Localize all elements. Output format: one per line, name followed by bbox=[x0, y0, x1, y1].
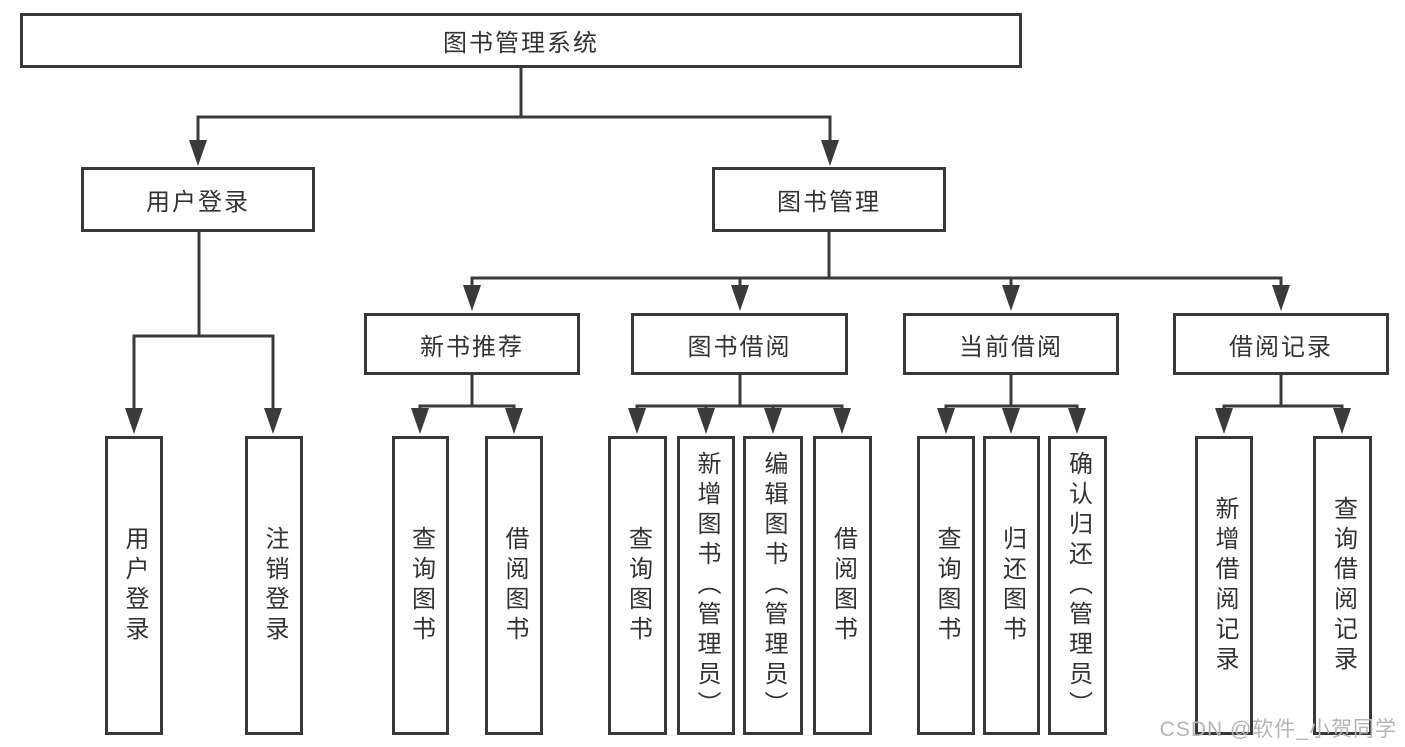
leaf-confirm-return-admin: 确认归还（管理员） bbox=[1048, 436, 1107, 735]
leaf-borrow-books-recommend-label: 借阅图书 bbox=[501, 525, 528, 646]
leaf-user-login: 用户登录 bbox=[105, 436, 163, 735]
leaf-borrow-books-label: 借阅图书 bbox=[829, 525, 857, 646]
node-book-borrow: 图书借阅 bbox=[631, 313, 848, 375]
node-new-book-recommend: 新书推荐 bbox=[364, 313, 580, 375]
leaf-add-borrow-record: 新增借阅记录 bbox=[1195, 436, 1253, 735]
leaf-query-books-borrow: 查询图书 bbox=[608, 436, 667, 735]
leaf-query-books-current: 查询图书 bbox=[917, 436, 975, 735]
csdn-watermark: CSDN @软件_小贺同学 bbox=[1159, 718, 1397, 741]
leaf-query-books-borrow-label: 查询图书 bbox=[624, 525, 652, 646]
leaf-add-borrow-record-label: 新增借阅记录 bbox=[1211, 495, 1238, 676]
leaf-confirm-return-admin-label: 确认归还（管理员） bbox=[1064, 450, 1092, 721]
leaf-user-login-label: 用户登录 bbox=[121, 525, 148, 646]
leaf-add-books-admin: 新增图书（管理员） bbox=[677, 436, 735, 735]
leaf-query-borrow-record-label: 查询借阅记录 bbox=[1329, 495, 1357, 676]
leaf-query-books-recommend: 查询图书 bbox=[392, 436, 449, 735]
leaf-return-books-label: 归还图书 bbox=[998, 525, 1026, 646]
node-borrow-records: 借阅记录 bbox=[1173, 313, 1389, 375]
node-book-management: 图书管理 bbox=[712, 167, 946, 232]
leaf-borrow-books: 借阅图书 bbox=[813, 436, 872, 735]
leaf-logout-label: 注销登录 bbox=[261, 525, 288, 646]
leaf-query-books-recommend-label: 查询图书 bbox=[407, 525, 435, 646]
leaf-add-books-admin-label: 新增图书（管理员） bbox=[693, 450, 720, 721]
leaf-borrow-books-recommend: 借阅图书 bbox=[485, 436, 543, 735]
node-current-borrow: 当前借阅 bbox=[903, 313, 1119, 375]
leaf-edit-books-admin-label: 编辑图书（管理员） bbox=[760, 450, 787, 721]
leaf-return-books: 归还图书 bbox=[983, 436, 1040, 735]
leaf-logout: 注销登录 bbox=[245, 436, 303, 735]
node-library-management-system: 图书管理系统 bbox=[20, 13, 1022, 68]
leaf-query-borrow-record: 查询借阅记录 bbox=[1313, 436, 1372, 735]
leaf-query-books-current-label: 查询图书 bbox=[933, 525, 960, 646]
leaf-edit-books-admin: 编辑图书（管理员） bbox=[743, 436, 803, 735]
node-user-login: 用户登录 bbox=[81, 167, 315, 232]
